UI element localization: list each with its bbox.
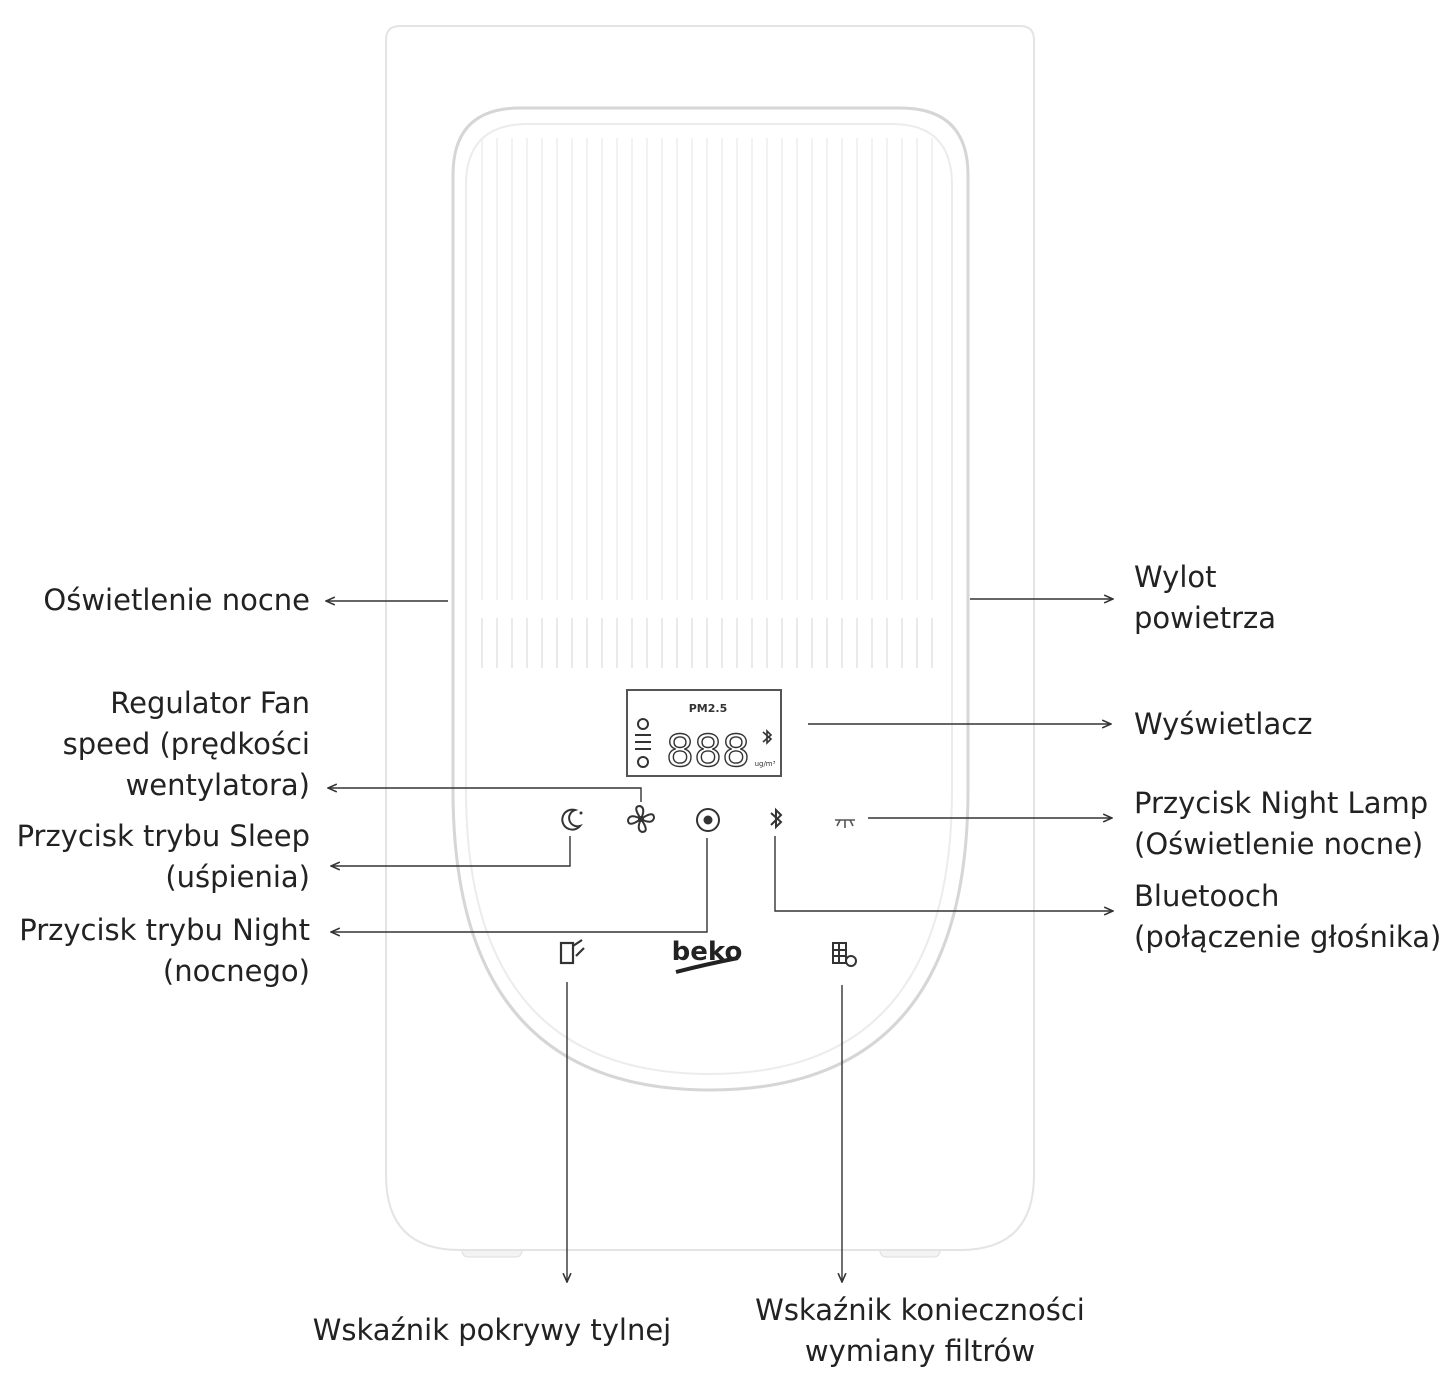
label-fan-speed: Regulator Fan speed (prędkości wentylato…: [62, 686, 310, 802]
filter-icon: [832, 942, 857, 967]
label-night-light: Oświetlenie nocne: [43, 583, 310, 617]
display-fan-speed-icon: [635, 718, 651, 768]
label-rear-cover-indicator: Wskaźnik pokrywy tylnej: [312, 1313, 672, 1347]
leader-night-mode: [331, 838, 708, 932]
air-outlet-grille: [481, 138, 933, 668]
leader-fan-speed: [328, 788, 642, 802]
label-filter-replace-indicator: Wskaźnik konieczności wymiany filtrów: [755, 1293, 1085, 1368]
display-bluetooth-icon: [762, 729, 773, 745]
label-night-lamp-button: Przycisk Night Lamp (Oświetlenie nocne): [1134, 786, 1429, 861]
label-display: Wyświetlacz: [1134, 707, 1313, 741]
leader-lines: [326, 599, 1113, 1282]
display-digits: 888: [666, 726, 750, 777]
beko-logo: beko: [672, 937, 743, 974]
label-bluetooth: Bluetooch (połączenie głośnika): [1134, 879, 1442, 954]
display-top-label: PM2.5: [689, 702, 728, 715]
sleep-icon[interactable]: [561, 808, 583, 831]
fan-icon[interactable]: [626, 804, 656, 834]
label-night-mode-button: Przycisk trybu Night (nocnego): [19, 913, 310, 988]
front-panel: [451, 106, 970, 1092]
rear-cover-icon: [559, 939, 585, 965]
lcd-display: PM2.5 888 ug/m³: [626, 689, 782, 778]
night-lamp-icon[interactable]: [835, 819, 855, 828]
display-unit: ug/m³: [755, 760, 776, 768]
brand-text: beko: [672, 937, 743, 967]
label-sleep-button: Przycisk trybu Sleep (uśpienia): [16, 819, 310, 894]
bluetooth-icon[interactable]: [770, 807, 783, 830]
leader-sleep: [331, 836, 571, 866]
leader-bluetooth: [774, 836, 1113, 911]
night-mode-icon[interactable]: [696, 808, 720, 832]
label-air-outlet: Wylot powietrza: [1134, 560, 1277, 635]
